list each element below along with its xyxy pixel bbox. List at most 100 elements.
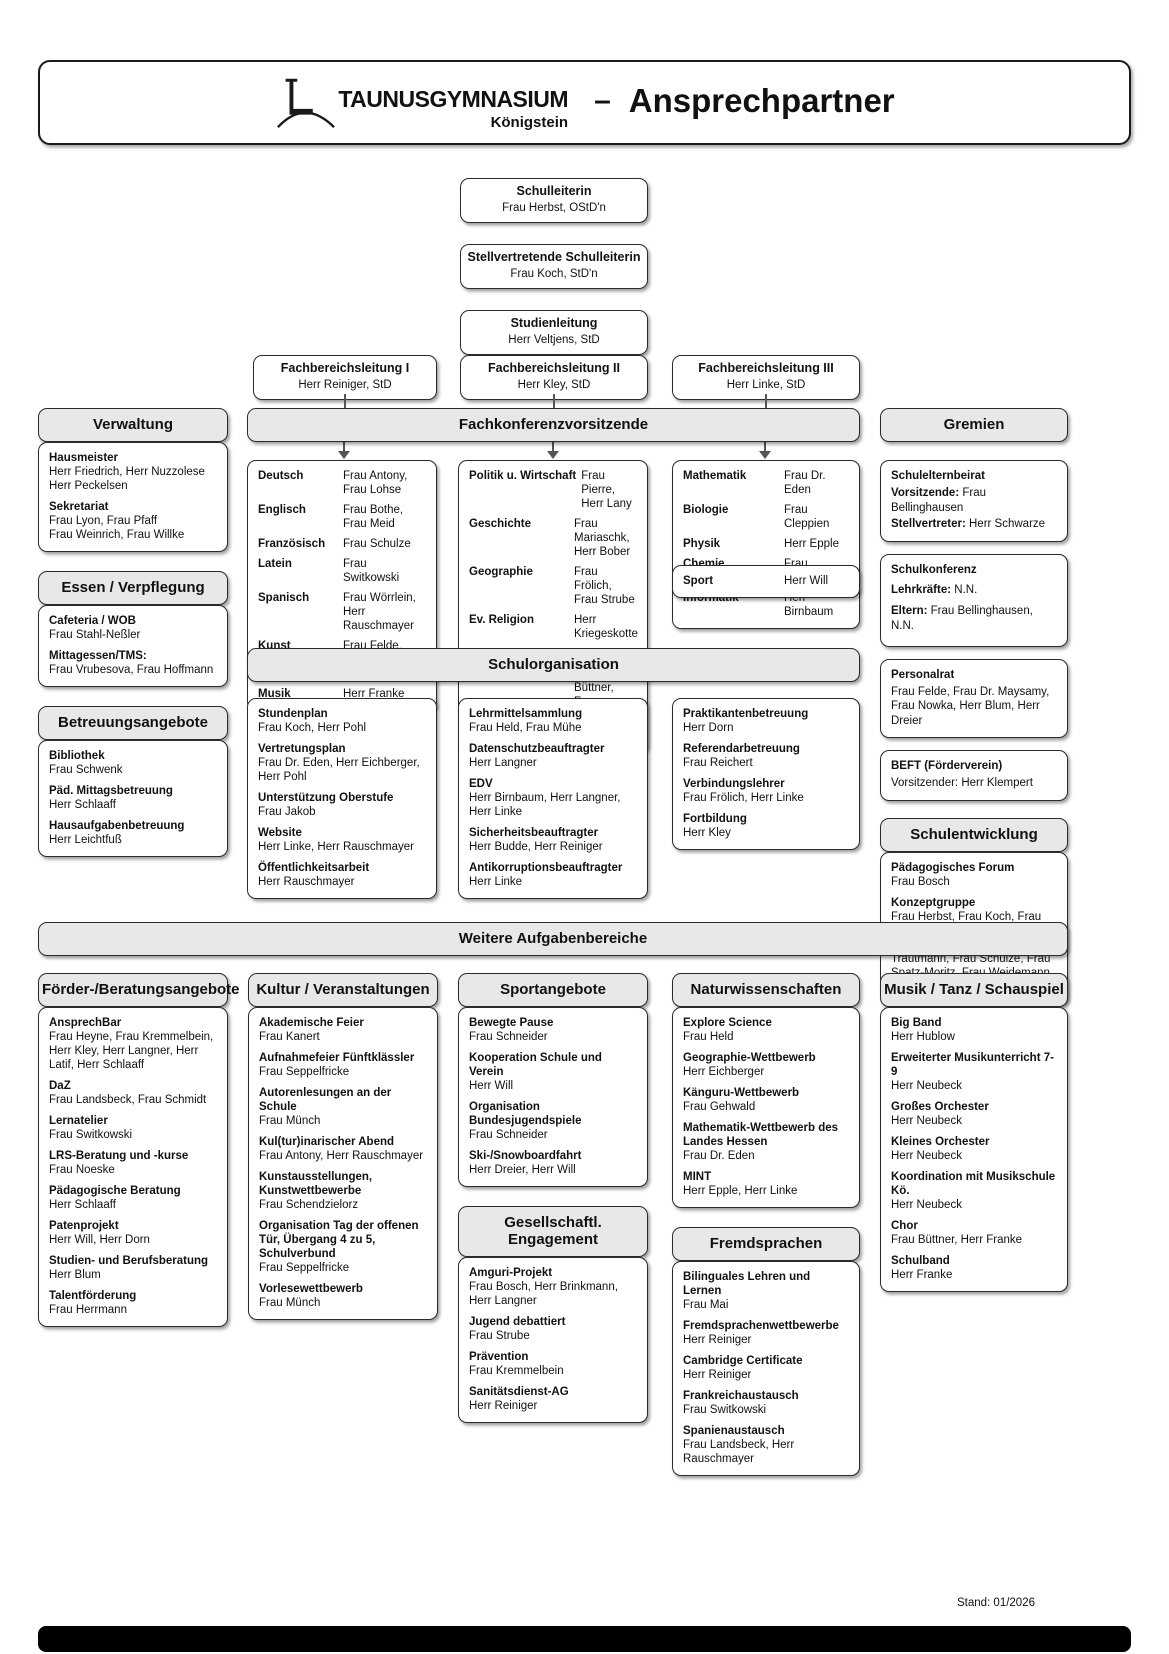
- subject-label: Deutsch: [258, 470, 304, 482]
- entry: Praktikantenbetreuung Herr Dorn: [683, 707, 849, 735]
- entry-names: Herr Will, Herr Dorn: [49, 1234, 150, 1247]
- role-title: Schulleiterin: [516, 184, 592, 198]
- role-title: Fachbereichsleitung II: [488, 361, 620, 375]
- entry-names: Frau Schendzielorz: [259, 1199, 359, 1212]
- fachbereichsleitung-box: Fachbereichsleitung III Herr Linke, StD: [672, 355, 860, 400]
- entry-label: Fremdsprachenwettbewerbe: [683, 1320, 839, 1333]
- section-title-essen: Essen / Verpflegung: [38, 571, 228, 606]
- entry-names: Herr Reiniger: [469, 1400, 538, 1413]
- entry-label: Lehrmittelsammlung: [469, 708, 583, 720]
- entry-label: Geographie-Wettbewerb: [683, 1052, 816, 1065]
- entry: Akademische Feier Frau Kanert: [259, 1016, 427, 1044]
- role-person: Herr Reiniger, StD: [298, 378, 392, 391]
- group-title: Musik / Tanz / Schauspiel: [880, 973, 1068, 1007]
- entry-names: Herr Epple, Herr Linke: [683, 1185, 798, 1198]
- entry-names: Herr Linke: [469, 876, 523, 889]
- entry: Frankreichaustausch Frau Switkowski: [683, 1389, 849, 1417]
- entry: Jugend debattiert Frau Strube: [469, 1315, 637, 1343]
- subject-row: Geographie Frau Frölich, Frau Strube: [469, 565, 637, 607]
- line-label: Stellvertreter:: [891, 518, 966, 531]
- entry-names: Frau Landsbeck, Herr Rauschmayer: [683, 1439, 795, 1466]
- entry: Pädagogisches Forum Frau Bosch: [891, 861, 1057, 889]
- entry-label: Referendarbetreuung: [683, 743, 800, 756]
- entry: Studien- und Berufsberatung Herr Blum: [49, 1254, 217, 1282]
- group-title: Fremdsprachen: [672, 1227, 860, 1262]
- schulelternbeirat-box: Schulelternbeirat Vorsitzende: Frau Bell…: [880, 460, 1068, 542]
- entry-names: Frau Seppelfricke: [259, 1066, 350, 1079]
- entry-label: Pädagogische Beratung: [49, 1185, 181, 1198]
- subject-label: Sport: [683, 575, 714, 587]
- entry: Autorenlesungen an der Schule Frau Münch: [259, 1086, 427, 1128]
- entry-label: Bewegte Pause: [469, 1017, 554, 1029]
- role-title: Fachbereichsleitung III: [698, 361, 834, 375]
- subject-names: Herr Epple: [784, 538, 839, 551]
- connector-line: [552, 440, 554, 452]
- entry-label: Kul(tur)inarischer Abend: [259, 1136, 395, 1149]
- entry: Organisation Tag der offenen Tür, Überga…: [259, 1219, 427, 1275]
- subject-row: Politik u. Wirtschaft Frau Pierre, Herr …: [469, 469, 637, 511]
- entry: Koordination mit Musikschule Kö. Herr Ne…: [891, 1170, 1057, 1212]
- bottom-column-2: Kultur / Veranstaltungen Akademische Fei…: [248, 973, 438, 1339]
- fachkonferenz-col3: Mathematik Frau Dr. Eden Biologie Frau C…: [672, 460, 860, 630]
- schulkonferenz-box: Schulkonferenz Lehrkräfte: N.N. Eltern: …: [880, 553, 1068, 647]
- entry-label: Vorlesewettbewerb: [259, 1283, 363, 1296]
- entry: Hausmeister Herr Friedrich, Herr Nuzzole…: [49, 451, 217, 493]
- entry-label: Kunstausstellungen, Kunstwettbewerbe: [259, 1171, 373, 1198]
- subject-label: Geschichte: [469, 518, 531, 531]
- topic-group: Musik / Tanz / Schauspiel Big Band Herr …: [880, 973, 1068, 1293]
- entry-label: Chor: [891, 1220, 918, 1233]
- subject-names: Frau Cleppien: [784, 504, 830, 531]
- subject-label: Mathematik: [683, 470, 747, 482]
- entry-label: Sicherheitsbeauftragter: [469, 827, 599, 840]
- entry-names: Frau Noeske: [49, 1164, 115, 1177]
- line-label: Vorsitzende:: [891, 487, 960, 500]
- entry-label: Big Band: [891, 1017, 942, 1029]
- entry-label: Praktikantenbetreuung: [683, 708, 809, 720]
- entry: Website Herr Linke, Herr Rauschmayer: [258, 826, 426, 854]
- entry: DaZ Frau Landsbeck, Frau Schmidt: [49, 1079, 217, 1107]
- topic-group: Naturwissenschaften Explore Science Frau…: [672, 973, 860, 1209]
- entry-label: Mathematik-Wettbewerb des Landes Hessen: [683, 1122, 839, 1149]
- logo-school-name: TAUNUSGYMNASIUM: [338, 85, 569, 112]
- banner-fachkonferenzvorsitzende: Fachkonferenzvorsitzende: [247, 408, 860, 442]
- connector-line: [765, 394, 767, 409]
- entry-names: Frau Frölich, Herr Linke: [683, 792, 804, 805]
- entry: Verbindungslehrer Frau Frölich, Herr Lin…: [683, 777, 849, 805]
- subject-names: Frau Wörrlein, Herr Rauschmayer: [343, 592, 416, 633]
- topic-group: Sportangebote Bewegte Pause Frau Schneid…: [458, 973, 648, 1188]
- subject-label: Englisch: [258, 504, 306, 517]
- entry-names: Herr Dorn: [683, 722, 734, 735]
- entry: Explore Science Frau Held: [683, 1016, 849, 1044]
- connector-line: [553, 394, 555, 409]
- entry-label: Patenprojekt: [49, 1220, 119, 1233]
- entry-names: Herr Franke: [891, 1269, 953, 1282]
- bottom-column-4: Naturwissenschaften Explore Science Frau…: [672, 973, 860, 1495]
- role-title: Stellvertretende Schulleiterin: [467, 250, 641, 264]
- header-band: TAUNUSGYMNASIUM Königstein – Ansprechpar…: [38, 60, 1131, 145]
- line-text: Vorsitzender: Herr Klempert: [891, 777, 1033, 790]
- betreuung-group: Betreuungsangebote Bibliothek Frau Schwe…: [38, 706, 228, 858]
- entry: Fremdsprachenwettbewerbe Herr Reiniger: [683, 1319, 849, 1347]
- subject-row: Sport Herr Will: [683, 574, 849, 588]
- subject-row: Musik Herr Franke: [258, 687, 426, 701]
- leadership-box: Studienleitung Herr Veltjens, StD: [460, 310, 648, 355]
- box-title: Schulkonferenz: [891, 563, 977, 576]
- line-text: Frau Bellinghausen, N.N.: [891, 605, 1033, 632]
- line-label: Lehrkräfte:: [891, 583, 952, 596]
- group-title: Sportangebote: [458, 973, 648, 1007]
- entry-names: Herr Rauschmayer: [258, 876, 355, 889]
- subject-row: Physik Herr Epple: [683, 537, 849, 551]
- entry: Bilinguales Lehren und Lernen Frau Mai: [683, 1270, 849, 1312]
- entry: Organisation Bundesjugendspiele Frau Sch…: [469, 1100, 637, 1142]
- entry-label: Fortbildung: [683, 813, 747, 826]
- entry: Vertretungsplan Frau Dr. Eden, Herr Eich…: [258, 742, 426, 784]
- role-person: Herr Veltjens, StD: [508, 333, 600, 346]
- subject-names: Frau Frölich, Frau Strube: [574, 566, 635, 607]
- entry-label: Sanitätsdienst-AG: [469, 1386, 569, 1399]
- entry-label: Cambridge Certificate: [683, 1355, 803, 1368]
- subject-names: Herr Franke: [343, 688, 405, 701]
- entry-label: Schulband: [891, 1255, 950, 1268]
- entry-names: Herr Schlaaff: [49, 799, 116, 812]
- entry-label: Ski-/Snowboardfahrt: [469, 1150, 582, 1163]
- entry-names: Frau Kanert: [259, 1031, 320, 1044]
